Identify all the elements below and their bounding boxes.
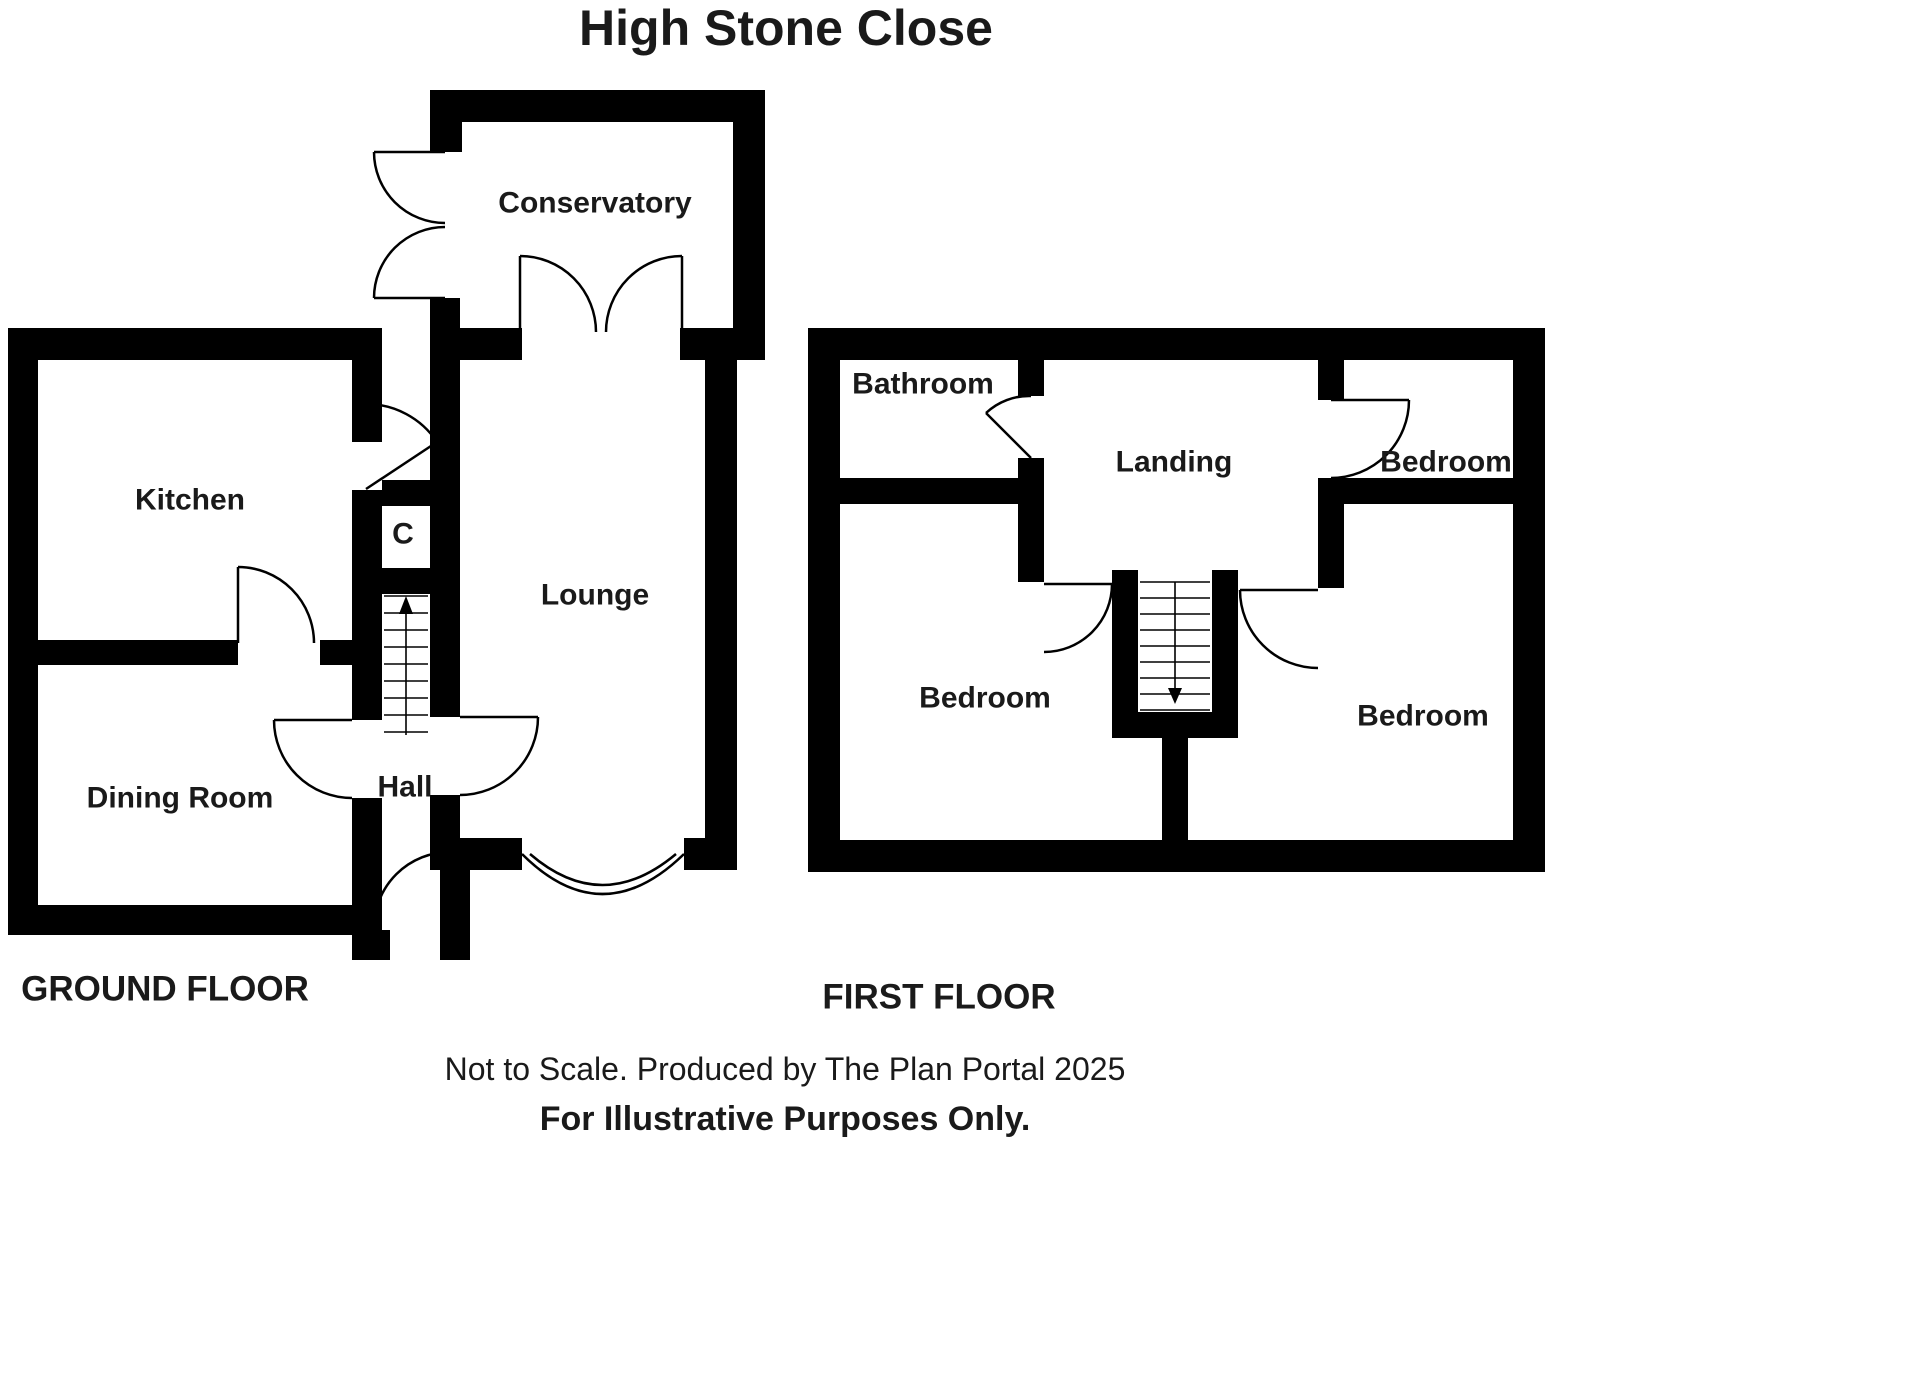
wall-hall-right-chunk — [440, 868, 470, 960]
wall-stairs-left — [1112, 570, 1138, 738]
wall-bathroom-right-stub — [1018, 360, 1044, 396]
label-cupboard: C — [392, 518, 414, 551]
label-conservatory: Conservatory — [498, 187, 692, 220]
first-floor-doors — [985, 394, 1411, 670]
label-bathroom: Bathroom — [852, 368, 994, 401]
wall-bathroom-bottom — [840, 478, 1044, 504]
label-first-floor: FIRST FLOOR — [822, 978, 1055, 1017]
label-hall: Hall — [377, 771, 432, 804]
wall-stairs-right — [1212, 570, 1238, 738]
dining-door — [272, 718, 353, 800]
wall-lounge-top-left — [448, 328, 522, 360]
first-floor-walls — [808, 328, 1545, 872]
front-door — [372, 850, 452, 929]
label-dining-room: Dining Room — [87, 782, 274, 815]
wall-bedroom-tr-stub2 — [1318, 504, 1344, 588]
bathroom-door — [985, 394, 1032, 459]
label-bedroom-bottom-left: Bedroom — [919, 682, 1051, 715]
wall-cupboard-top — [382, 480, 460, 506]
wall-conservatory-left-stub — [430, 90, 462, 152]
wall-hall-left-2 — [352, 490, 382, 720]
lounge-door — [459, 715, 540, 797]
bedroom-top-right-door — [1330, 398, 1411, 480]
passage-door — [365, 402, 439, 491]
side-double-door — [372, 150, 446, 300]
label-ground-floor: GROUND FLOOR — [21, 970, 309, 1009]
stair-up-arrow — [399, 596, 413, 614]
wall-ff-top — [808, 328, 1545, 360]
wall-bedroom-tr-stub — [1318, 360, 1344, 400]
wall-dining-bottom — [8, 905, 382, 935]
page-title: High Stone Close — [579, 0, 993, 56]
bedroom-bottom-right-door — [1238, 588, 1319, 670]
wall-lounge-bottom-right — [684, 838, 737, 870]
wall-kitchen-top — [8, 328, 382, 360]
ground-floor-stairs — [384, 595, 428, 735]
stair-down-arrow — [1168, 688, 1182, 704]
wall-ff-left — [808, 328, 840, 872]
ground-floor-walls — [8, 90, 765, 960]
wall-stairs-bottom-cap — [1112, 712, 1238, 738]
wall-bathroom-right-lower — [1018, 458, 1044, 582]
wall-kitchen-dining-divider-left — [38, 640, 238, 665]
wall-hall-left-1 — [352, 328, 382, 442]
wall-ff-bottom — [808, 840, 1545, 872]
lounge-bay-window — [521, 853, 685, 896]
label-bedroom-top-right: Bedroom — [1380, 446, 1512, 479]
footer-illustrative: For Illustrative Purposes Only. — [540, 1100, 1031, 1138]
wall-conservatory-top — [430, 90, 765, 122]
kitchen-door — [236, 565, 316, 644]
conservatory-french-doors — [518, 254, 684, 333]
wall-lounge-left-1 — [430, 298, 460, 717]
label-bedroom-bottom-right: Bedroom — [1357, 700, 1489, 733]
wall-conservatory-right — [733, 90, 765, 360]
wall-bedroom-tr-bottom — [1318, 478, 1513, 504]
label-lounge: Lounge — [541, 579, 649, 612]
wall-kitchen-dining-divider-right — [320, 640, 354, 665]
first-floor-stairs — [1140, 581, 1210, 711]
label-kitchen: Kitchen — [135, 484, 245, 517]
footer-disclaimer: Not to Scale. Produced by The Plan Porta… — [445, 1051, 1126, 1087]
wall-hall-bottom-stub — [352, 930, 390, 960]
wall-left-outer — [8, 328, 38, 935]
wall-lounge-bottom-left — [448, 838, 522, 870]
wall-lounge-right — [705, 328, 737, 870]
wall-cupboard-bottom — [352, 568, 460, 594]
label-landing: Landing — [1116, 446, 1233, 479]
bedroom-bottom-left-door — [1043, 582, 1114, 654]
wall-ff-right — [1513, 328, 1545, 872]
wall-under-stairs — [1162, 738, 1188, 840]
ground-floor-doors — [236, 150, 685, 929]
